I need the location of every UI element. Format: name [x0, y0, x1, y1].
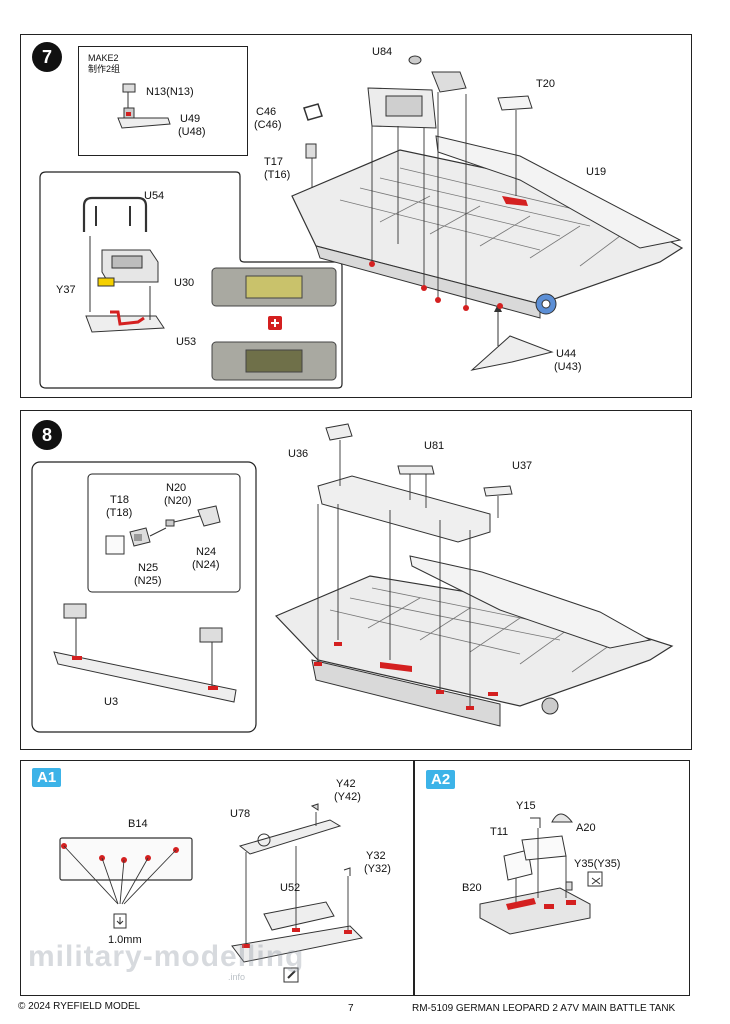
label-t20: T20	[536, 78, 555, 90]
label-y35: Y35(Y35)	[574, 858, 621, 870]
label-y42: Y42	[336, 778, 356, 790]
label-u78: U78	[230, 808, 251, 820]
label-y42b: (Y42)	[334, 791, 361, 803]
label-u54: U54	[144, 190, 165, 202]
label-t18b: (T18)	[106, 507, 133, 519]
label-u81: U81	[424, 440, 445, 452]
label-b20: B20	[462, 882, 482, 894]
label-u30: U30	[174, 277, 195, 289]
label-y15: Y15	[516, 800, 536, 812]
label-n24b: (N24)	[192, 559, 220, 571]
a2-badge: A2	[426, 770, 456, 789]
label-u43: (U43)	[554, 361, 582, 373]
label-u48: (U48)	[178, 126, 206, 138]
label-u19: U19	[586, 166, 607, 178]
make2-title-cn: 制作2组	[88, 64, 121, 74]
make2-title: MAKE2	[88, 53, 119, 63]
label-u36: U36	[288, 448, 309, 460]
watermark-suffix: .info	[228, 972, 246, 982]
step-8-badge: 8	[32, 420, 62, 450]
label-u52: U52	[280, 882, 301, 894]
label-u44: U44	[556, 348, 577, 360]
label-t17: T17	[264, 156, 283, 168]
label-y32: Y32	[366, 850, 386, 862]
a2-panel	[414, 760, 690, 996]
footer-page-number: 7	[348, 1003, 354, 1014]
label-n24: N24	[196, 546, 217, 558]
make2-box	[78, 46, 248, 156]
label-drill-size: 1.0mm	[108, 934, 142, 946]
label-t18: T18	[110, 494, 129, 506]
footer-product-title: RM-5109 GERMAN LEOPARD 2 A7V MAIN BATTLE…	[412, 1003, 676, 1014]
label-u53: U53	[176, 336, 197, 348]
label-n25: N25	[138, 562, 159, 574]
label-n20: N20	[166, 482, 187, 494]
label-c46b: (C46)	[254, 119, 282, 131]
label-a20: A20	[576, 822, 596, 834]
label-n13: N13(N13)	[146, 86, 194, 98]
a1-badge: A1	[32, 768, 62, 787]
label-u84: U84	[372, 46, 393, 58]
label-c46: C46	[256, 106, 277, 118]
label-u37: U37	[512, 460, 533, 472]
label-b14: B14	[128, 818, 148, 830]
label-n25b: (N25)	[134, 575, 162, 587]
label-u3: U3	[104, 696, 119, 708]
label-y37: Y37	[56, 284, 76, 296]
watermark: military-modelling	[28, 940, 305, 973]
label-u49: U49	[180, 113, 201, 125]
step-8-panel	[20, 410, 692, 750]
label-n20b: (N20)	[164, 495, 192, 507]
footer-copyright: © 2024 RYEFIELD MODEL	[18, 1001, 141, 1012]
label-y32b: (Y32)	[364, 863, 391, 875]
label-t11: T11	[490, 826, 509, 838]
step-7-badge: 7	[32, 42, 62, 72]
label-t16: (T16)	[264, 169, 291, 181]
